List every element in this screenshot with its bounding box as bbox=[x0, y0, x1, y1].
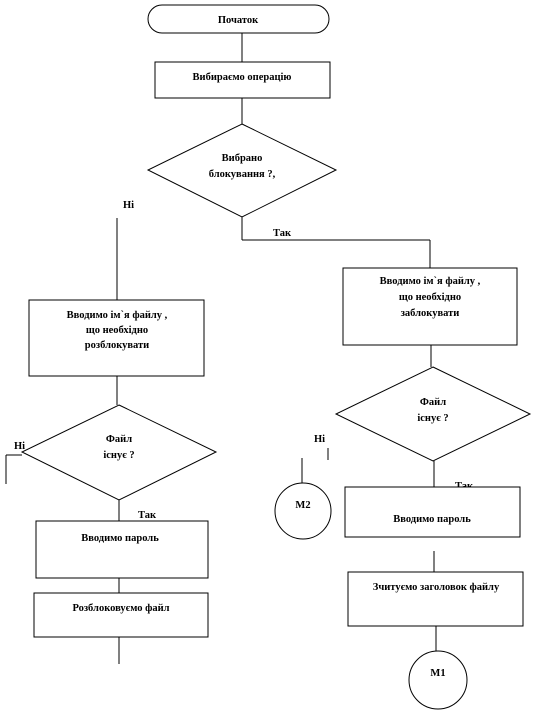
branch-yes-label: Так bbox=[273, 228, 292, 239]
left-yes-label: Так bbox=[138, 510, 157, 521]
start-label: Початок bbox=[218, 15, 259, 26]
right-enter-name-line2: що необхідно bbox=[399, 292, 461, 303]
right-no-label: Ні bbox=[314, 434, 325, 445]
unlock-file-label: Розблоковуємо файл bbox=[72, 603, 169, 614]
decision-lock-line1: Вибрано bbox=[222, 153, 263, 164]
left-file-exists-line2: існує ? bbox=[103, 450, 134, 461]
branch-no-label: Ні bbox=[123, 200, 134, 211]
right-file-exists-line1: Файл bbox=[420, 397, 446, 408]
left-enter-name-line2: що необхідно bbox=[86, 325, 148, 336]
right-decision-file-exists: Файл існує ? bbox=[334, 366, 532, 462]
connector-m1: М1 bbox=[408, 650, 468, 710]
connector-m2: М2 bbox=[274, 482, 332, 540]
decision-lock-line2: блокування ?, bbox=[209, 169, 276, 180]
select-operation-label: Вибираємо операцію bbox=[193, 72, 292, 83]
right-enter-name-line3: заблокувати bbox=[401, 308, 460, 319]
left-enter-name-line3: розблокувати bbox=[85, 340, 149, 351]
right-enter-name-box: Вводимо ім`я файлу , що необхідно заблок… bbox=[342, 267, 518, 346]
connector-m2-label: М2 bbox=[295, 500, 310, 511]
read-header-label: Зчитуємо заголовок файлу bbox=[373, 582, 500, 593]
left-enter-password-label: Вводимо пароль bbox=[81, 533, 159, 544]
right-enter-name-line1: Вводимо ім`я файлу , bbox=[380, 276, 481, 287]
right-enter-password-label: Вводимо пароль bbox=[393, 514, 471, 525]
left-decision-file-exists: Файл існує ? bbox=[20, 404, 218, 501]
unlock-file-box: Розблоковуємо файл bbox=[33, 592, 209, 638]
decision-lock-selected: Вибрано блокування ?, bbox=[146, 123, 338, 218]
left-enter-name-line1: Вводимо ім`я файлу , bbox=[67, 310, 168, 321]
left-file-exists-line1: Файл bbox=[106, 434, 132, 445]
right-file-exists-line2: існує ? bbox=[417, 413, 448, 424]
select-operation-box: Вибираємо операцію bbox=[154, 61, 331, 99]
right-enter-password-box: Вводимо пароль bbox=[344, 486, 521, 538]
connector-m1-label: М1 bbox=[430, 668, 445, 679]
left-enter-name-box: Вводимо ім`я файлу , що необхідно розбло… bbox=[28, 299, 205, 377]
read-header-box: Зчитуємо заголовок файлу bbox=[347, 571, 524, 627]
start-terminator: Початок bbox=[147, 4, 330, 34]
left-enter-password-box: Вводимо пароль bbox=[35, 520, 209, 579]
left-no-label: Ні bbox=[14, 441, 25, 452]
